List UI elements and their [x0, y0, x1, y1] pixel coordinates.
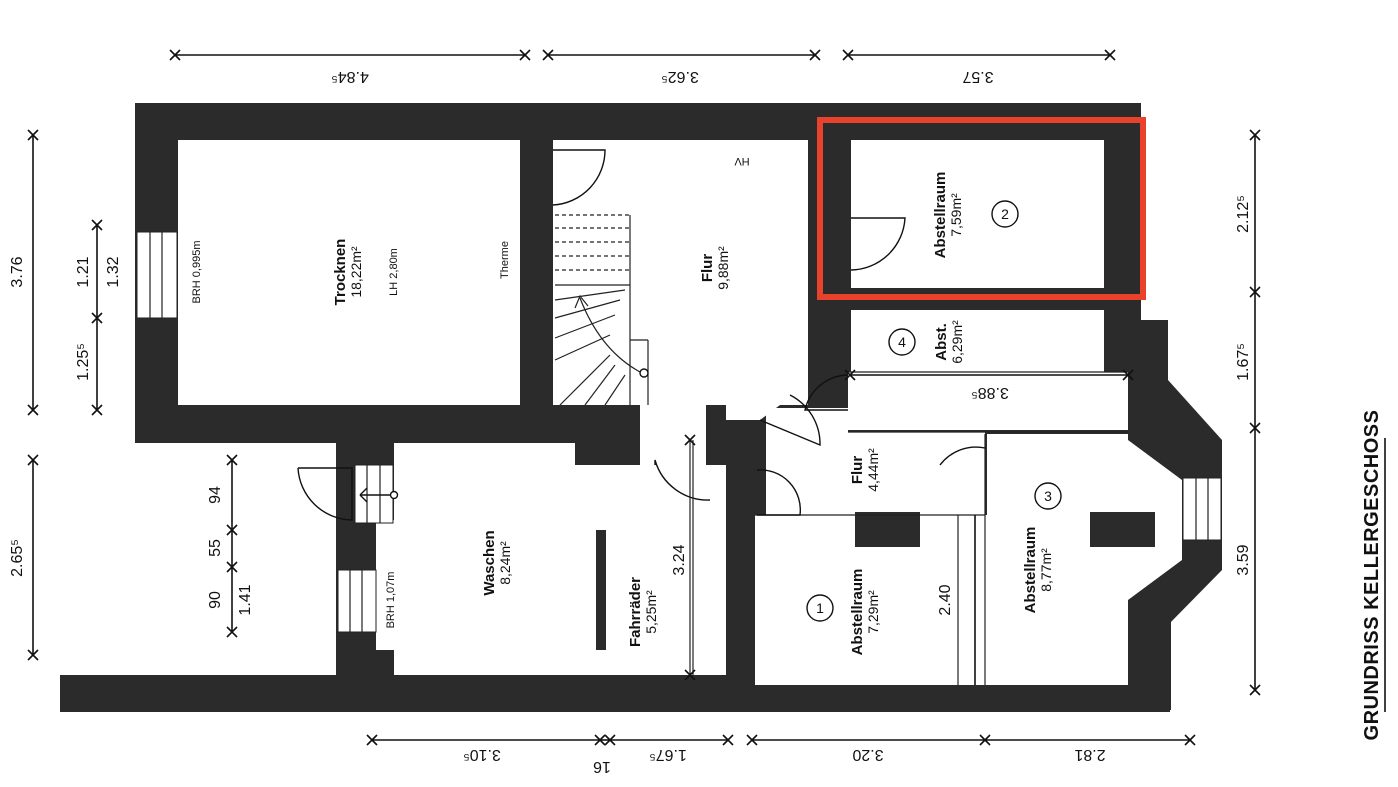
room-waschen: Waschen 8,24m²	[481, 530, 513, 595]
dim-inner-3: 2.40	[937, 584, 954, 615]
dim-bottom-5: 2.81	[1074, 746, 1105, 763]
room-trocknen: Trocknen 18,22m² LH 2,80m	[332, 239, 400, 306]
svg-text:8,24m²: 8,24m²	[497, 541, 513, 585]
dimension-labels: 4.84⁵ 3.62⁵ 3.57 3.10⁵ 16 1.67⁵ 3.20 2.8…	[9, 68, 1252, 775]
dim-bottom-4: 3.20	[852, 746, 883, 763]
dim-left-2: 2.65⁵	[9, 539, 26, 577]
svg-text:Waschen: Waschen	[481, 530, 498, 595]
dim-bottom-3: 1.67⁵	[649, 746, 687, 763]
room-number-1	[806, 594, 834, 622]
dim-inner-1: 3.88⁵	[971, 384, 1009, 401]
room-flur-2: Flur 4,44m²	[849, 448, 881, 492]
partitions	[596, 371, 1155, 685]
svg-text:Abstellraum: Abstellraum	[932, 172, 949, 259]
svg-text:Flur: Flur	[699, 254, 716, 282]
label-therme: Therme	[499, 241, 511, 279]
room-number-1-text: 1	[816, 600, 824, 616]
dim-top-2: 3.62⁵	[661, 68, 699, 85]
dim-left-inner-7: 1.41	[237, 584, 254, 615]
room-flur-1: Flur 9,88m²	[699, 246, 731, 290]
room-abstellraum-3: Abstellraum 8,77m²	[1022, 527, 1054, 614]
dim-right-3: 3.59	[1235, 544, 1252, 575]
svg-text:6,29m²: 6,29m²	[949, 320, 965, 364]
dim-right-1: 2.12⁵	[1235, 195, 1252, 233]
room-number-4	[888, 328, 916, 356]
dim-left-inner-1: 1.21	[75, 256, 92, 287]
label-brh-1: BRH 0,995m	[191, 241, 203, 304]
room-number-2	[991, 200, 1019, 228]
svg-text:9,88m²: 9,88m²	[715, 246, 731, 290]
room-abst-4: Abst. 6,29m²	[933, 320, 965, 364]
plan-title: GRUNDRISS KELLERGESCHOSS	[1361, 410, 1386, 741]
rooms	[178, 140, 1182, 685]
windows	[136, 231, 1222, 633]
svg-text:7,59m²: 7,59m²	[948, 193, 964, 237]
dim-top-1: 4.84⁵	[331, 68, 369, 85]
dim-left-inner-2: 1.32	[105, 256, 122, 287]
dimension-lines	[27, 49, 1261, 746]
dim-bottom-2: 16	[593, 758, 611, 775]
room-abstellraum-2: Abstellraum 7,59m²	[932, 172, 964, 259]
svg-text:LH 2,80m: LH 2,80m	[388, 248, 400, 296]
svg-text:18,22m²: 18,22m²	[348, 246, 364, 298]
dim-left-inner-5: 55	[207, 539, 224, 557]
room-number-3	[1034, 482, 1062, 510]
staircase	[554, 214, 649, 406]
svg-text:7,29m²: 7,29m²	[865, 590, 881, 634]
svg-text:Abst.: Abst.	[933, 323, 950, 361]
dim-left-inner-4: 94	[207, 486, 224, 504]
dim-inner-2: 3.24	[671, 544, 688, 575]
room-labels: Trocknen 18,22m² LH 2,80m Flur 9,88m² Ab…	[191, 155, 1062, 656]
room-abstellraum-1: Abstellraum 7,29m²	[849, 569, 881, 656]
svg-text:8,77m²: 8,77m²	[1038, 548, 1054, 592]
room-fahrraeder: Fahrräder 5,25m²	[627, 577, 659, 647]
room-number-4-text: 4	[898, 334, 906, 350]
highlight-box	[817, 117, 1146, 300]
dim-left-inner-6: 90	[207, 591, 224, 609]
svg-text:5,25m²: 5,25m²	[643, 590, 659, 634]
label-brh-2: BRH 1,07m	[385, 572, 397, 629]
room-number-2-text: 2	[1001, 206, 1009, 222]
svg-text:Abstellraum: Abstellraum	[1022, 527, 1039, 614]
label-hv: HV	[734, 155, 750, 167]
plan-title-text: GRUNDRISS KELLERGESCHOSS	[1361, 410, 1383, 741]
svg-text:4,44m²: 4,44m²	[865, 448, 881, 492]
dim-bottom-1: 3.10⁵	[463, 746, 501, 763]
dim-left-1: 3.76	[9, 256, 26, 287]
dim-right-2: 1.67⁵	[1235, 343, 1252, 381]
doors	[297, 149, 986, 675]
svg-text:Abstellraum: Abstellraum	[849, 569, 866, 656]
svg-text:Flur: Flur	[849, 456, 866, 484]
dim-top-3: 3.57	[962, 68, 993, 85]
svg-text:Fahrräder: Fahrräder	[627, 577, 644, 647]
dim-left-inner-3: 1.25⁵	[75, 343, 92, 381]
svg-text:Trocknen: Trocknen	[332, 239, 349, 306]
room-number-3-text: 3	[1044, 488, 1052, 504]
